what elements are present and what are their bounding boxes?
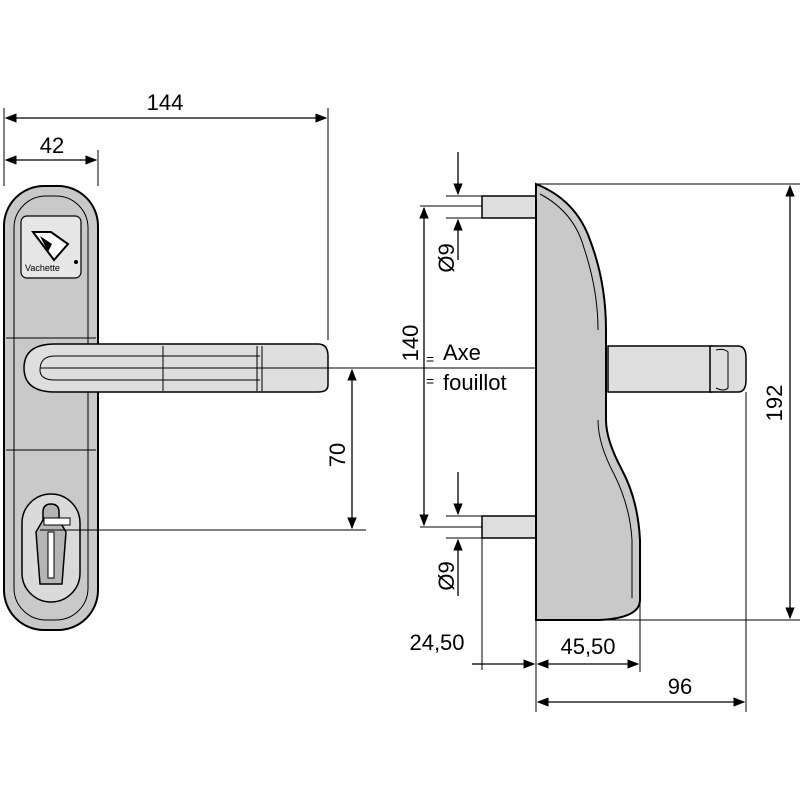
dim-45-50: 45,50 xyxy=(560,634,615,659)
side-body xyxy=(535,182,641,621)
front-view: Vachette 144 xyxy=(3,90,600,631)
dim-diameter-bottom: Ø9 xyxy=(434,561,459,590)
vachette-logo: Vachette xyxy=(20,215,82,279)
dim-70: 70 xyxy=(325,443,350,467)
spindle xyxy=(607,345,713,393)
backplate-inner xyxy=(13,195,89,621)
axis-marker-2: = xyxy=(426,373,434,389)
dim-96: 96 xyxy=(668,674,692,699)
cylinder-escutcheon xyxy=(21,493,81,603)
dim-144: 144 xyxy=(147,90,184,115)
dim-140: 140 xyxy=(398,325,423,362)
axis-label-line2: fouillot xyxy=(443,370,507,395)
axis-marker-1: = xyxy=(426,351,434,367)
brand-name: Vachette xyxy=(25,263,60,273)
bottom-fixing-stud xyxy=(481,515,539,539)
dim-24-50: 24,50 xyxy=(409,630,464,655)
top-fixing-stud xyxy=(481,195,539,219)
dim-diameter-top: Ø9 xyxy=(434,243,459,272)
dim-192: 192 xyxy=(762,385,787,422)
dim-42: 42 xyxy=(40,133,64,158)
side-view: Ø9 Ø9 140 = Axe = fouillot 192 24,50 45,… xyxy=(398,152,800,712)
axis-label-line1: Axe xyxy=(443,340,481,365)
